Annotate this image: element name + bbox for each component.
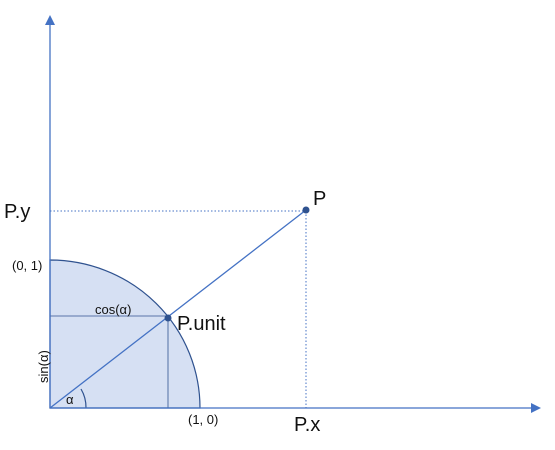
py-label: P.y xyxy=(4,201,30,223)
alpha-label: α xyxy=(66,392,74,407)
unit-quarter-circle xyxy=(49,259,201,409)
sin-label: sin(α) xyxy=(36,350,51,383)
point-p-dot xyxy=(302,206,310,214)
ray-to-p xyxy=(49,209,307,409)
point-unit-label: P.unit xyxy=(177,313,226,335)
unit-y-label: (0, 1) xyxy=(12,258,42,273)
point-p-label: P xyxy=(313,188,326,210)
px-label: P.x xyxy=(294,414,320,436)
unit-x-label: (1, 0) xyxy=(188,412,218,427)
point-unit-dot xyxy=(164,314,172,322)
cos-label: cos(α) xyxy=(95,302,131,317)
